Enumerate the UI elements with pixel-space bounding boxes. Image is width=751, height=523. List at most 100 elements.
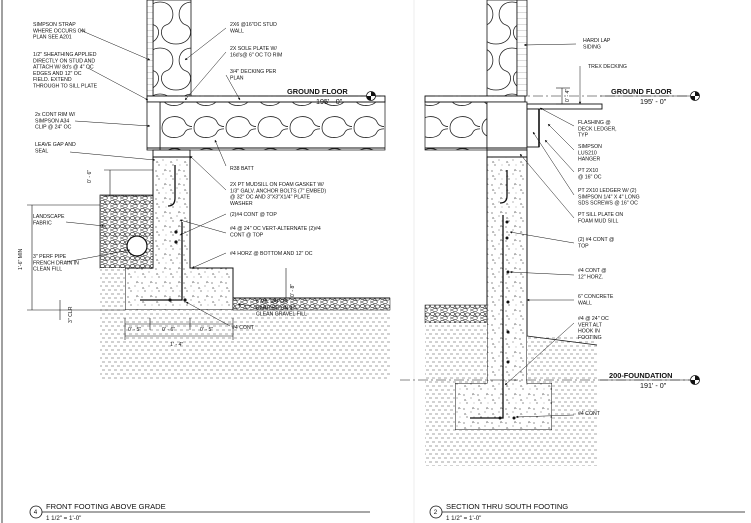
dim-text-d3: 3" CLR xyxy=(68,306,74,323)
notes-8-line-0: #4 CONT @ xyxy=(578,268,607,274)
left-sill-plate xyxy=(152,149,191,158)
notes-left-1-line-2: ATTACH W/ 8d's @ 4" OC xyxy=(33,65,94,71)
notes-10-line-2: HOOK IN xyxy=(578,329,600,335)
notes-10-line-3: FOOTING xyxy=(578,335,602,341)
notes-right-1-line-1: 16d's@ 6" OC TO RIM xyxy=(230,52,282,58)
left-wall-sheathing xyxy=(146,0,154,97)
notes-right-0-line-1: WALL xyxy=(230,28,244,34)
right-detail-title: SECTION THRU SOUTH FOOTING xyxy=(446,502,568,511)
right-level2-elevation: 191' - 0" xyxy=(640,381,667,390)
notes-7-line-1: TOP xyxy=(578,243,589,249)
left-detail-number: 4 xyxy=(34,509,38,516)
notes-left-1-line-1: DIRECTLY ON STUD AND xyxy=(33,58,95,64)
notes-left-4-line-0: LANDSCAPE xyxy=(33,214,65,220)
right-rebar xyxy=(470,170,516,420)
notes-right-7-line-0: #4 HORZ @ BOTTOM AND 12" OC xyxy=(230,251,313,257)
notes-6-line-0: PT SILL PLATE ON xyxy=(578,212,623,218)
right-gravel xyxy=(424,304,488,324)
dim-text-d6: 0' - 6" xyxy=(162,327,175,333)
notes-left-1-line-0: 1/2" SHEATHING APPLIED xyxy=(33,52,97,58)
left-level-marker xyxy=(150,91,385,101)
notes-5-line-2: SDS SCREWS @ 16" OC xyxy=(578,201,638,207)
notes-left-3-line-0: LEAVE GAP AND xyxy=(35,142,76,148)
notes-right-0-line-0: 2X6 @16"OC STUD xyxy=(230,22,277,28)
right-detail xyxy=(400,0,700,466)
right-title-block xyxy=(429,505,745,519)
notes-right-4-line-2: @ 32" OC AND 3"X3"X1/4" PLATE xyxy=(230,195,311,201)
notes-left-1-line-5: THROUGH TO SILL PLATE xyxy=(33,84,98,90)
notes-left-2-line-1: SIMPSON A34 xyxy=(35,118,69,124)
right-deck-dimension xyxy=(556,87,570,105)
notes-left-1-line-4: FIELD. EXTEND xyxy=(33,77,72,83)
dim-text-d8: 1' - 4" xyxy=(170,342,183,348)
notes-7-line-0: (2) #4 CONT @ xyxy=(578,237,614,243)
notes-1-line-0: TREX DECKING xyxy=(588,64,627,70)
notes-right-1-line-0: 2X SOLE PLATE W/ xyxy=(230,46,277,52)
right-level-marker-foundation xyxy=(400,375,700,385)
left-level-label: GROUND FLOOR xyxy=(287,87,348,96)
notes-right-6-line-0: #4 @ 24" OC VERT-ALTERNATE (2)#4 xyxy=(230,226,321,232)
right-detail-scale: 1 1/2" = 1'-0" xyxy=(446,515,481,522)
right-level1-elevation: 195' - 0" xyxy=(640,97,667,106)
right-earth-right xyxy=(527,336,597,383)
left-rebar xyxy=(140,165,187,302)
left-drain-gravel xyxy=(99,194,154,269)
notes-6-line-1: FOAM MUD SILL xyxy=(578,218,618,224)
notes-right-4-line-3: WASHER xyxy=(230,201,253,207)
sheet-border xyxy=(1,0,415,523)
left-detail xyxy=(27,0,391,380)
notes-8-line-1: 12" HORZ. xyxy=(578,274,603,280)
notes-right-8-line-2: CLEAN GRAVEL FILL xyxy=(256,312,307,318)
dim-text-d4: 0' - 8" xyxy=(290,284,296,297)
notes-right-3-line-0: R38 BATT xyxy=(230,166,255,172)
right-earth-bottom xyxy=(425,430,597,466)
notes-right-8-line-0: 6 MIL VAPOR xyxy=(256,299,288,305)
notes-0-line-0: HARDI LAP xyxy=(583,38,611,44)
right-earth-mid-r xyxy=(552,383,597,430)
right-level-marker-ground xyxy=(425,91,700,101)
notes-right-2-line-1: PLAN xyxy=(230,75,244,81)
notes-left-2-line-2: CLIP @ 24" OC xyxy=(35,125,72,131)
right-deck-dim-text: 0' - 4" xyxy=(565,89,571,102)
dim-text-d5: 0' - 5" xyxy=(128,327,141,333)
notes-right-9-line-0: #4 CONT xyxy=(232,325,255,331)
notes-right-6-line-1: CONT @ TOP xyxy=(230,232,264,238)
dim-text-d1: 0' - 6" xyxy=(87,170,93,183)
left-perf-pipe xyxy=(126,235,148,257)
left-title-block xyxy=(29,505,370,519)
notes-10-line-0: #4 @ 24" OC xyxy=(578,316,609,322)
notes-9-line-0: 6" CONCRETE xyxy=(578,294,614,300)
left-floor-deck xyxy=(146,95,386,103)
left-leaders xyxy=(65,27,253,327)
right-floor-deck xyxy=(424,95,526,103)
right-leaders xyxy=(504,43,582,419)
notes-3-line-0: SIMPSON xyxy=(578,144,602,150)
notes-right-4-line-1: 1/3" GALV. ANCHOR BOLTS (7" EMBED) xyxy=(230,188,326,194)
notes-left-2-line-0: 2x CONT RIM W/ xyxy=(35,112,76,118)
notes-0-line-1: SIDING xyxy=(583,44,601,50)
notes-3-line-1: LUS210 xyxy=(578,150,597,156)
notes-3-line-2: HANGER xyxy=(578,157,600,163)
left-level-elevation: 195' - 0" xyxy=(316,97,343,106)
notes-2-line-0: FLASHING @ xyxy=(578,120,611,126)
notes-5-line-1: SIMPSON 1/4" X 4" LONG xyxy=(578,194,640,200)
right-level2-label: 200-FOUNDATION xyxy=(609,371,673,380)
notes-left-0-line-1: WHERE OCCURS ON xyxy=(33,28,86,34)
right-detail-number: 2 xyxy=(434,509,438,516)
notes-5-line-0: PT 2X10 LEDGER W/ (2) xyxy=(578,188,637,194)
right-earth-mid-l xyxy=(425,383,455,430)
left-earth xyxy=(100,310,390,380)
notes-2-line-1: DECK LEDGER, xyxy=(578,126,617,132)
notes-left-0-line-2: PLAN SEE A201 xyxy=(33,35,72,41)
right-rim-board xyxy=(486,101,528,151)
notes-9-line-1: WALL xyxy=(578,300,592,306)
right-level1-label: GROUND FLOOR xyxy=(611,87,672,96)
left-detail-title: FRONT FOOTING ABOVE GRADE xyxy=(46,502,166,511)
notes-left-4-line-1: FABRIC xyxy=(33,220,52,226)
notes-left-5-line-2: CLEAN FILL xyxy=(33,267,62,273)
right-ledger xyxy=(526,108,540,148)
dim-text-d2: 1'-6" MIN xyxy=(18,248,24,270)
notes-right-4-line-0: 2X PT MUDSILL ON FOAM GASKET W/ xyxy=(230,182,324,188)
